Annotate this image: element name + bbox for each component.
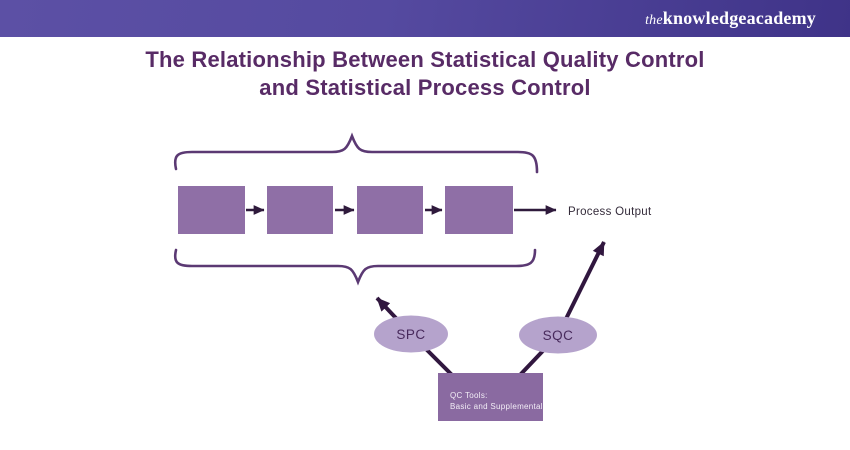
bottom-brace [173,248,537,286]
page-title-line1: The Relationship Between Statistical Qua… [145,47,705,72]
page-title: The Relationship Between Statistical Qua… [0,46,850,102]
process-output-label: Process Output [568,206,652,218]
page-title-line2: and Statistical Process Control [259,75,591,100]
process-step-box [267,186,333,234]
qc-tools-box [438,373,543,421]
qc-tools-subtitle: Basic and Supplemental [450,402,543,411]
sqc-ellipse [519,316,597,354]
sqc-label: SQC [543,328,574,343]
process-step-box [357,186,423,234]
brand-logo: theknowledgeacademy [645,8,816,29]
logo-academy: academy [746,8,816,28]
spc-label: SPC [396,327,425,342]
spc-ellipse [374,315,448,353]
process-step-box [178,186,245,234]
logo-the: the [645,13,663,28]
logo-knowledge: knowledge [662,8,747,28]
qc-tools-title: QC Tools: [450,391,488,400]
process-step-box [445,186,513,234]
top-brace [173,132,539,174]
header-bar: theknowledgeacademy [0,0,850,37]
